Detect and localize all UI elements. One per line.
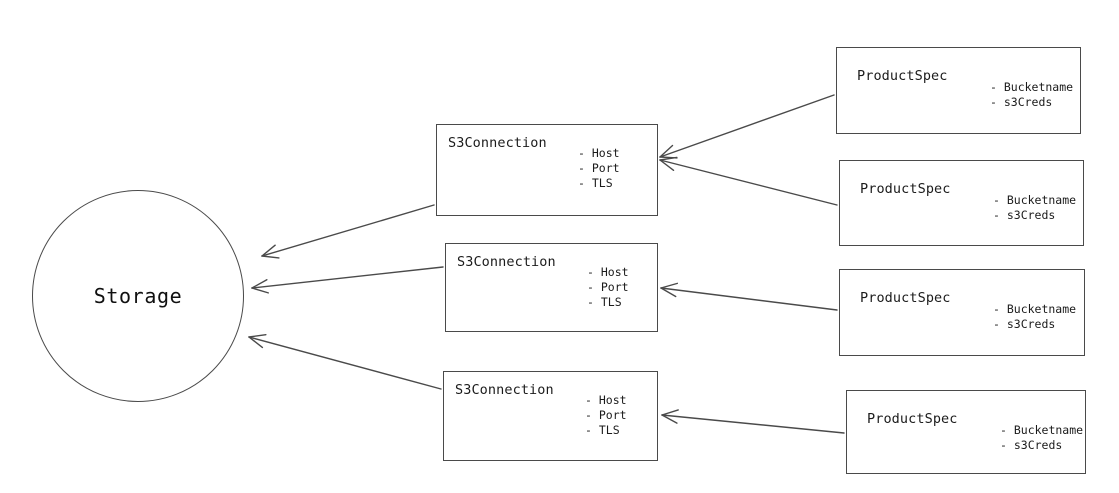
connection-node-2[interactable]: S3Connection - Host- Port- TLS — [445, 243, 658, 332]
arrowhead-barb-2 — [261, 255, 280, 259]
connection-node-2-field-2: - Port — [587, 280, 629, 294]
spec-node-3-field-1: - Bucketname — [993, 302, 1077, 316]
connection-node-1-field-2: - Port — [578, 161, 620, 175]
spec-node-3-fields: - Bucketname- s3Creds — [993, 302, 1076, 332]
connection-node-3-fields: - Host- Port- TLS — [585, 393, 627, 438]
spec-node-2-field-2: - s3Creds — [993, 208, 1056, 222]
spec-node-1-title: ProductSpec — [857, 68, 948, 84]
arrowhead-barb-2 — [660, 287, 677, 298]
connection-node-1-fields: - Host- Port- TLS — [578, 146, 620, 191]
connection-node-3-field-2: - Port — [585, 408, 627, 422]
arrowhead-barb-2 — [659, 159, 675, 171]
connection-node-3[interactable]: S3Connection - Host- Port- TLS — [443, 371, 658, 461]
spec-node-3-title: ProductSpec — [860, 290, 951, 306]
edge-spec4-to-conn3 — [661, 409, 845, 434]
edge-conn2-to-storage — [251, 266, 444, 294]
connection-node-1-title: S3Connection — [448, 135, 547, 151]
arrowhead-barb-1 — [659, 156, 678, 161]
spec-node-4-field-1: - Bucketname — [1000, 423, 1084, 437]
spec-node-1-fields: - Bucketname- s3Creds — [990, 80, 1073, 110]
connection-node-2-field-3: - TLS — [587, 295, 622, 309]
arrowhead-barb-1 — [261, 244, 276, 257]
connection-node-3-field-1: - Host — [585, 393, 627, 407]
connection-node-3-title: S3Connection — [455, 382, 554, 398]
spec-node-4-field-2: - s3Creds — [1000, 438, 1063, 452]
arrowhead-barb-2 — [659, 156, 678, 159]
connection-node-2-title: S3Connection — [457, 254, 556, 270]
spec-node-1-field-2: - s3Creds — [990, 95, 1053, 109]
edge-conn3-to-storage — [248, 334, 442, 390]
arrowhead-barb-1 — [251, 279, 268, 289]
spec-node-4[interactable]: ProductSpec - Bucketname- s3Creds — [846, 390, 1086, 474]
spec-node-1[interactable]: ProductSpec - Bucketname- s3Creds — [836, 47, 1081, 134]
arrowhead-barb-1 — [248, 334, 267, 338]
spec-node-3-field-2: - s3Creds — [993, 317, 1056, 331]
connection-node-3-field-3: - TLS — [585, 423, 620, 437]
spec-node-4-title: ProductSpec — [867, 411, 958, 427]
connection-node-1[interactable]: S3Connection - Host- Port- TLS — [436, 124, 658, 216]
edge-spec3-to-conn2 — [660, 282, 838, 311]
connection-node-1-field-1: - Host — [578, 146, 620, 160]
edge-conn1-to-storage — [261, 204, 435, 259]
edge-spec1-to-conn1 — [659, 94, 835, 159]
spec-node-2-field-1: - Bucketname — [993, 193, 1077, 207]
edge-spec2-to-conn1 — [659, 156, 838, 206]
spec-node-2-title: ProductSpec — [860, 181, 951, 197]
connection-node-1-field-3: - TLS — [578, 176, 613, 190]
spec-node-3[interactable]: ProductSpec - Bucketname- s3Creds — [839, 269, 1085, 356]
storage-node-label: Storage — [93, 284, 183, 308]
spec-node-1-field-1: - Bucketname — [990, 80, 1074, 94]
spec-node-2[interactable]: ProductSpec - Bucketname- s3Creds — [839, 160, 1084, 246]
arrowhead-barb-1 — [660, 282, 679, 289]
arrowhead-barb-2 — [248, 336, 264, 349]
arrowhead-barb-1 — [659, 144, 674, 158]
arrowhead-barb-2 — [661, 414, 678, 424]
spec-node-4-fields: - Bucketname- s3Creds — [1000, 423, 1083, 453]
connection-node-2-fields: - Host- Port- TLS — [587, 265, 629, 310]
spec-node-2-fields: - Bucketname- s3Creds — [993, 193, 1076, 223]
connection-node-2-field-1: - Host — [587, 265, 629, 279]
storage-node[interactable]: Storage — [32, 190, 244, 402]
arrowhead-barb-2 — [251, 287, 269, 294]
arrowhead-barb-1 — [661, 409, 679, 416]
